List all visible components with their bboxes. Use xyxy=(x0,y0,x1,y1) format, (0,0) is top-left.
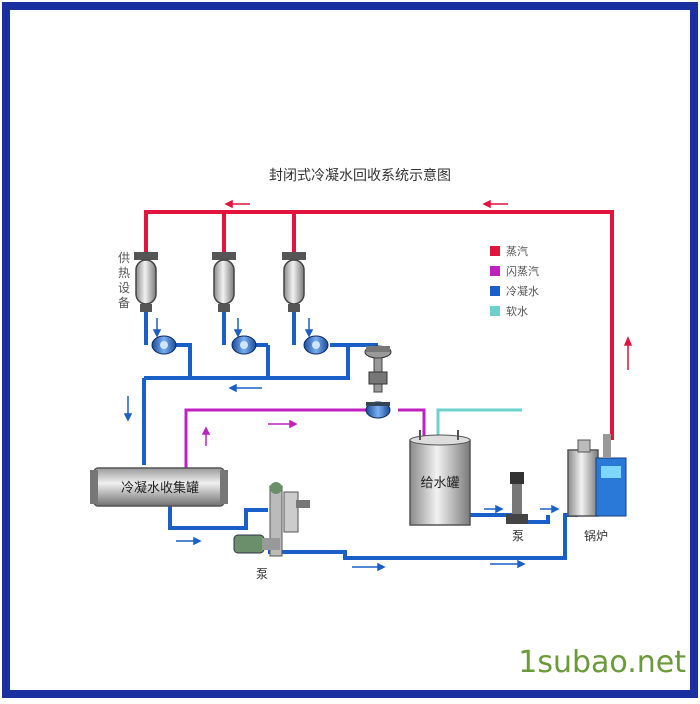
flash-arrow-right xyxy=(289,419,298,429)
right-pump: 泵 xyxy=(506,472,528,543)
steam-arrow-left-1 xyxy=(224,199,233,209)
cond-arrow-right-5 xyxy=(551,504,560,514)
heat-supply-char-4: 备 xyxy=(118,296,130,310)
feed-water-tank: 给水罐 xyxy=(409,430,471,526)
legend-swatch xyxy=(490,306,500,316)
steam-arrow-left-2 xyxy=(482,199,491,209)
cond-arrow-right-2 xyxy=(377,562,386,572)
legend-item-steam: 蒸汽 xyxy=(490,244,528,258)
heat-supply-unit-2 xyxy=(212,252,236,345)
condensate-lines xyxy=(142,343,578,560)
steam-trap-2 xyxy=(231,335,257,355)
legend-label: 冷凝水 xyxy=(506,284,539,298)
cond-arrow-right-1 xyxy=(193,536,202,546)
steam-lines xyxy=(144,210,614,440)
steam-trap-3 xyxy=(303,335,329,355)
legend-item-condensate: 冷凝水 xyxy=(490,284,539,298)
cond-arrow-right-4 xyxy=(495,504,504,514)
legend-item-soft-water: 软水 xyxy=(490,304,528,318)
collection-tank-label: 冷凝水收集罐 xyxy=(121,480,199,496)
cond-arrow-right-3 xyxy=(517,559,526,569)
flash-steam-lines xyxy=(184,408,426,468)
cond-arrow-down-3 xyxy=(304,329,314,338)
steam-trap-1 xyxy=(151,335,177,355)
diagram-title: 封闭式冷凝水回收系统示意图 xyxy=(269,167,451,184)
left-pump: 泵 xyxy=(233,482,310,581)
feed-tank-label: 给水罐 xyxy=(420,476,459,491)
legend: 蒸汽 闪蒸汽 冷凝水 软水 xyxy=(490,244,539,318)
flash-steam-arrows xyxy=(201,419,298,446)
left-pump-label: 泵 xyxy=(256,567,268,581)
cond-arrow-left xyxy=(228,383,237,393)
steam-arrow-up xyxy=(623,336,633,346)
legend-swatch xyxy=(490,246,500,256)
heat-supply-char-1: 供 xyxy=(118,251,130,265)
heat-supply-unit-3 xyxy=(282,252,306,345)
steam-main-line xyxy=(144,210,614,440)
flash-arrow-up xyxy=(201,426,211,435)
condensate-collection-tank: 冷凝水收集罐 xyxy=(90,467,228,507)
legend-swatch xyxy=(490,286,500,296)
cond-arrow-down-2 xyxy=(233,329,243,338)
boiler-label: 锅炉 xyxy=(584,528,608,543)
legend-item-flash-steam: 闪蒸汽 xyxy=(490,264,539,278)
heat-supply-unit-1 xyxy=(134,252,158,345)
right-pump-label: 泵 xyxy=(512,529,524,543)
watermark: 1subao.net xyxy=(518,645,686,680)
legend-label: 闪蒸汽 xyxy=(506,264,539,278)
heat-supply-char-3: 设 xyxy=(118,281,130,295)
legend-label: 蒸汽 xyxy=(506,244,528,258)
cond-arrow-down-4 xyxy=(123,413,133,422)
steam-arrows xyxy=(224,199,633,370)
control-valve xyxy=(348,343,392,419)
heat-supply-label: 供 热 设 备 xyxy=(118,251,130,310)
condensate-arrows xyxy=(123,318,560,572)
cond-arrow-down-1 xyxy=(152,329,162,338)
soft-water-line xyxy=(436,408,522,440)
heat-supply-char-2: 热 xyxy=(118,266,130,280)
legend-label: 软水 xyxy=(506,304,528,318)
legend-swatch xyxy=(490,266,500,276)
boiler: 锅炉 xyxy=(567,434,627,543)
